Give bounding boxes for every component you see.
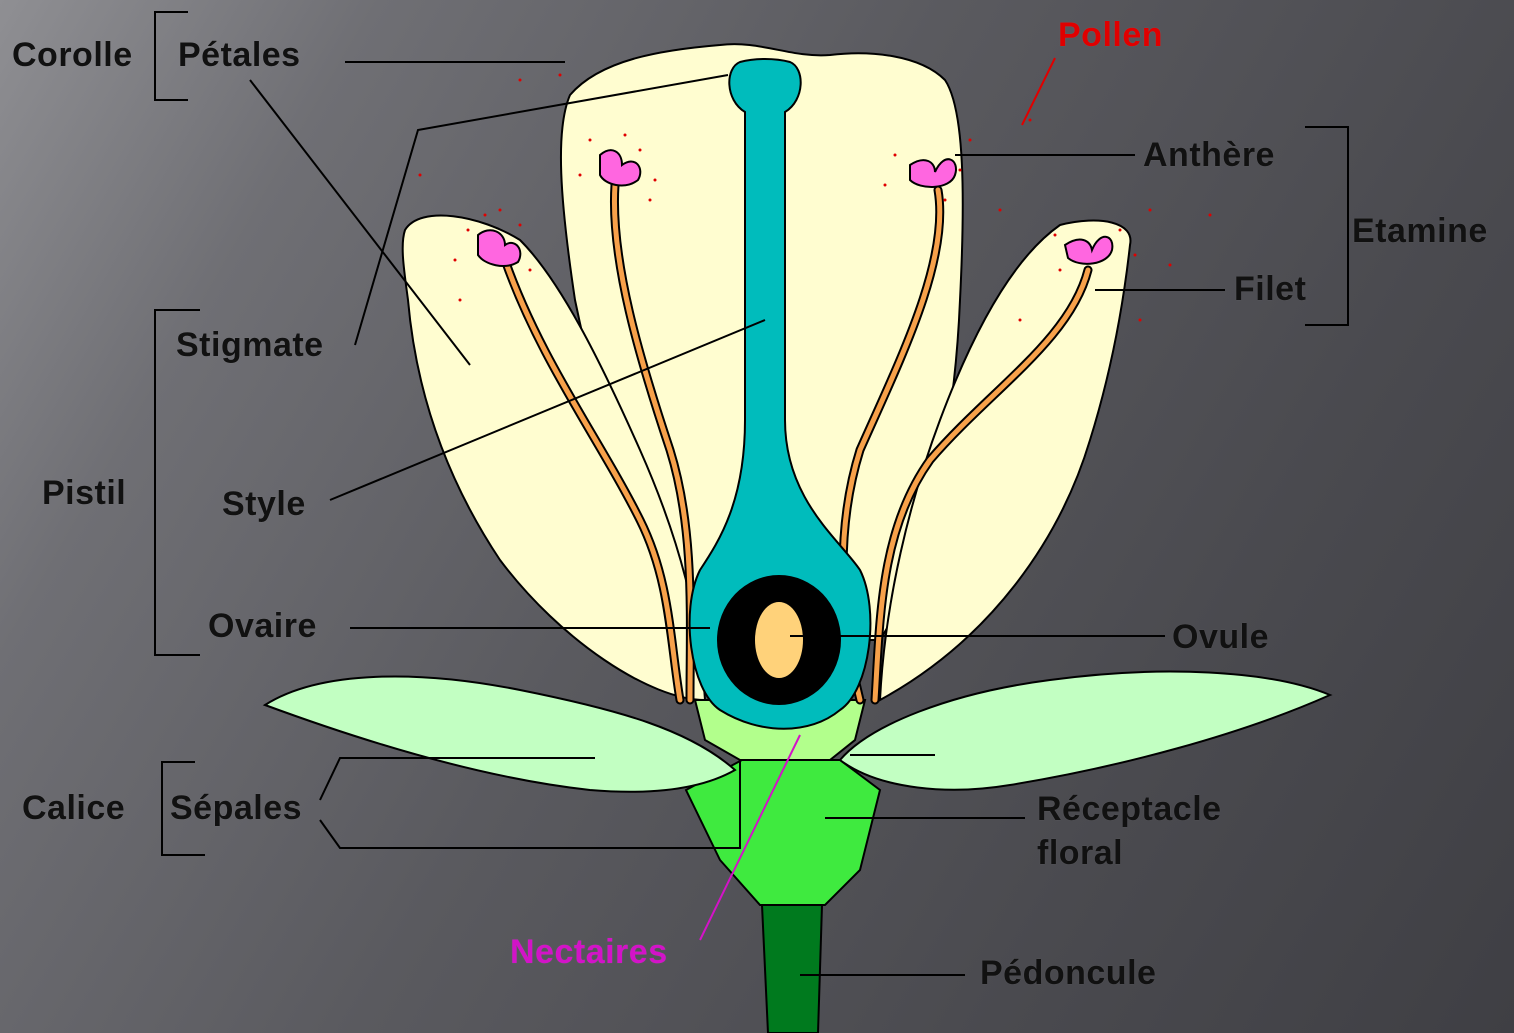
label-anthere: Anthère bbox=[1143, 138, 1275, 172]
label-etamine: Etamine bbox=[1352, 214, 1488, 248]
label-sepales: Sépales bbox=[170, 791, 302, 825]
label-petales: Pétales bbox=[178, 38, 301, 72]
label-pollen: Pollen bbox=[1058, 18, 1163, 52]
label-style: Style bbox=[222, 487, 306, 521]
label-stigmate: Stigmate bbox=[176, 328, 324, 362]
label-corolle: Corolle bbox=[12, 38, 133, 72]
label-receptacle-line1: Réceptacle bbox=[1037, 792, 1222, 826]
leader-pollen bbox=[1022, 58, 1055, 125]
label-pistil: Pistil bbox=[42, 476, 126, 510]
sepal-right bbox=[840, 672, 1330, 790]
label-filet: Filet bbox=[1234, 272, 1306, 306]
ovule bbox=[755, 602, 803, 678]
label-nectaires: Nectaires bbox=[510, 935, 668, 969]
label-ovaire: Ovaire bbox=[208, 609, 317, 643]
sepal-left bbox=[265, 676, 735, 791]
label-receptacle-line2: floral bbox=[1037, 836, 1123, 870]
receptacle bbox=[686, 760, 880, 905]
bracket-etamine bbox=[1305, 127, 1348, 325]
anther-3 bbox=[910, 159, 956, 187]
label-ovule: Ovule bbox=[1172, 620, 1269, 654]
peduncle bbox=[762, 905, 822, 1033]
label-calice: Calice bbox=[22, 791, 125, 825]
label-pedoncule: Pédoncule bbox=[980, 956, 1156, 990]
